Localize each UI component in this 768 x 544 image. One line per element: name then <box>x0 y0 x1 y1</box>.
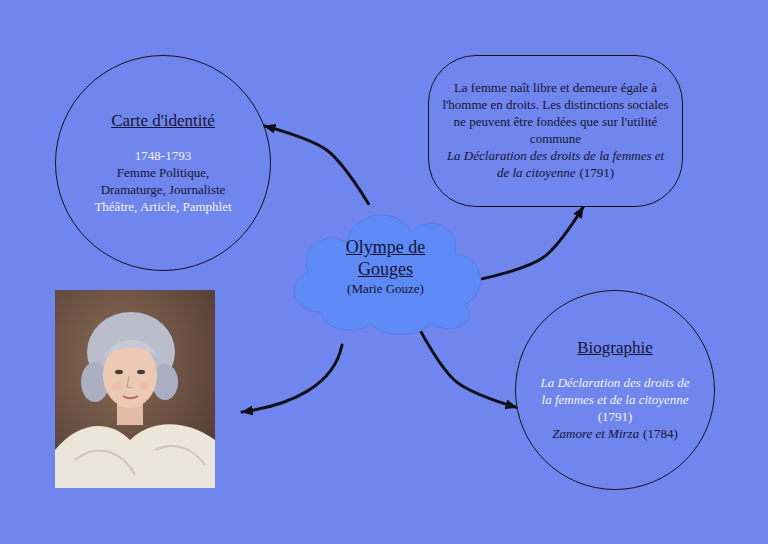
node-text: (1791) <box>598 409 633 424</box>
identity-circle: Carte d'identité 1748-1793Femme Politique… <box>55 55 271 271</box>
text-line: 1748-1793 <box>84 148 242 165</box>
text-line: (1791) <box>540 409 690 426</box>
text-line: Olympe de Gouges <box>330 237 442 280</box>
text-block: Carte d'identité 1748-1793Femme Politique… <box>84 110 242 216</box>
text-block: La femme naît libre et demeure égale à l… <box>440 80 672 181</box>
text-block: Olympe de Gouges (Marie Gouze) <box>330 237 442 297</box>
text-block: Biographie La Déclaration des droits de l… <box>540 337 690 443</box>
node-heading: Biographie <box>577 338 653 357</box>
node-heading: La femme naît libre et demeure égale à l… <box>442 80 668 146</box>
biography-circle: Biographie La Déclaration des droits de l… <box>515 290 715 490</box>
node-text: Théâtre, Article, Pamphlet <box>94 199 231 214</box>
node-text: Femme Politique, Dramaturge, Journaliste <box>101 165 226 197</box>
node-text: (1784) <box>643 426 678 441</box>
node-text: 1748-1793 <box>135 148 191 163</box>
connector-arrow <box>264 126 368 204</box>
text-line: Théâtre, Article, Pamphlet <box>84 199 242 216</box>
text-line: Biographie <box>540 337 690 359</box>
text-line: Femme Politique, Dramaturge, Journaliste <box>84 165 242 199</box>
text-line: La Déclaration des droits de la femmes e… <box>440 148 672 182</box>
node-text: La Déclaration des droits de la femmes e… <box>447 148 664 180</box>
quote-box: La femme naît libre et demeure égale à l… <box>428 55 683 207</box>
text-line: Carte d'identité <box>84 110 242 132</box>
text-line: La femme naît libre et demeure égale à l… <box>440 80 672 148</box>
text-line: La Déclaration des droits de la femmes e… <box>540 375 690 409</box>
node-heading: Olympe de Gouges <box>346 237 425 279</box>
pointer-arrow <box>242 345 342 412</box>
node-text: La Déclaration des droits de la femmes e… <box>540 375 689 407</box>
text-line: Zamore et Mirza (1784) <box>540 426 690 443</box>
node-text: Zamore et Mirza <box>552 426 639 441</box>
text-line: (Marie Gouze) <box>330 281 442 298</box>
connector-arrow <box>482 207 583 279</box>
node-text: (1791) <box>579 165 614 180</box>
central-cloud: Olympe de Gouges (Marie Gouze) <box>283 200 488 335</box>
portrait-illustration <box>55 290 215 488</box>
node-heading: Carte d'identité <box>111 111 215 130</box>
connector-arrow <box>419 328 516 407</box>
node-text: (Marie Gouze) <box>347 281 424 296</box>
